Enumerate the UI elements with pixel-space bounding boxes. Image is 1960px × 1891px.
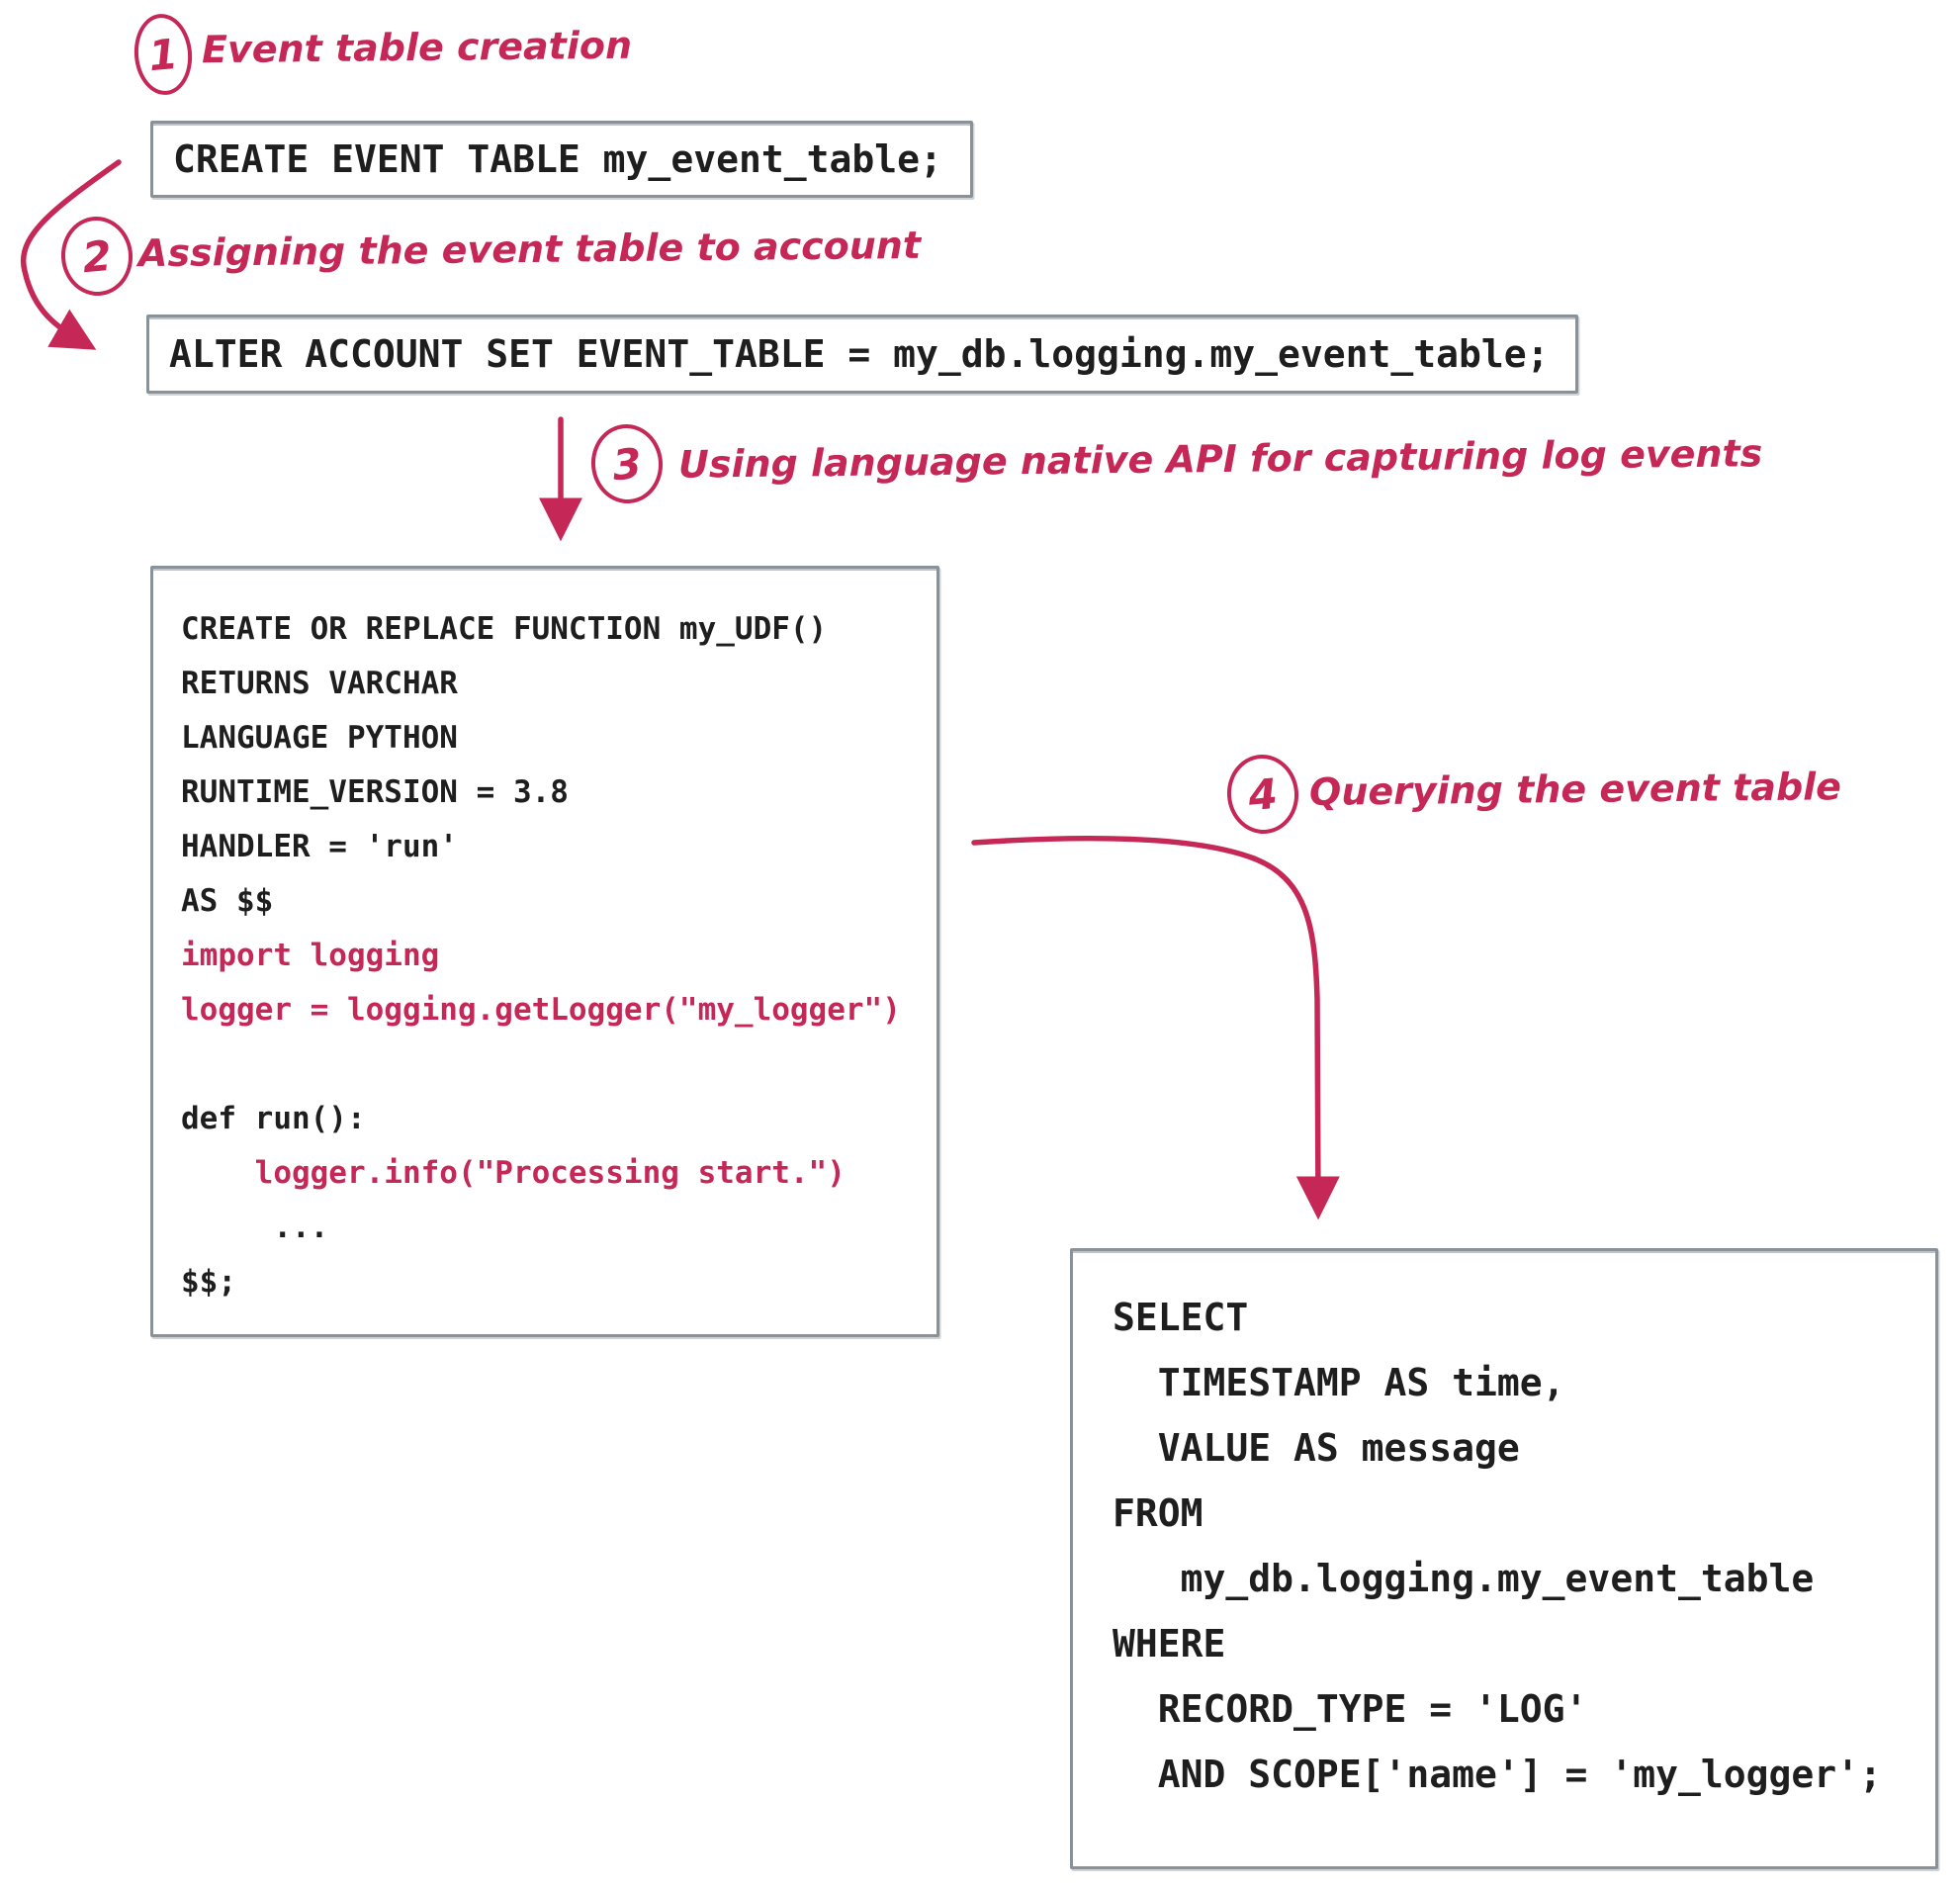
arrow-step3-to-step4: [971, 835, 1340, 1220]
code-line: my_db.logging.my_event_table: [1113, 1557, 1815, 1600]
code-line: RECORD_TYPE = 'LOG': [1113, 1687, 1588, 1731]
code-line: ALTER ACCOUNT SET EVENT_TABLE = my_db.lo…: [169, 332, 1550, 376]
code-line: import logging: [181, 938, 440, 973]
step2-number: 2: [80, 230, 114, 282]
code-line: ...: [181, 1210, 329, 1245]
code-line: HANDLER = 'run': [181, 829, 458, 864]
code-line: logger.info("Processing start."): [181, 1155, 846, 1191]
code-line: AND SCOPE['name'] = 'my_logger';: [1113, 1753, 1882, 1796]
step2-number-circle: 2: [57, 214, 136, 299]
step3-number: 3: [610, 438, 644, 490]
code-line: VALUE AS message: [1113, 1426, 1520, 1470]
code-line: SELECT: [1113, 1296, 1249, 1339]
code-line: def run():: [181, 1101, 366, 1136]
code-box-alter-account: ALTER ACCOUNT SET EVENT_TABLE = my_db.lo…: [146, 315, 1578, 394]
step4-label: Querying the event table: [1308, 765, 1842, 814]
code-line: AS $$: [181, 883, 274, 919]
code-box-query-event-table: SELECT TIMESTAMP AS time, VALUE AS messa…: [1070, 1248, 1938, 1869]
code-box-python-udf: CREATE OR REPLACE FUNCTION my_UDF() RETU…: [150, 566, 939, 1337]
step1-label: Event table creation: [201, 23, 633, 72]
step4-number-circle: 4: [1223, 752, 1302, 837]
code-line: LANGUAGE PYTHON: [181, 720, 458, 756]
code-line: $$;: [181, 1264, 236, 1300]
step3-label: Using language native API for capturing …: [677, 431, 1763, 487]
code-line: WHERE: [1113, 1622, 1226, 1666]
code-line: CREATE EVENT TABLE my_event_table;: [173, 137, 942, 181]
code-line: CREATE OR REPLACE FUNCTION my_UDF(): [181, 611, 828, 647]
code-line: RUNTIME_VERSION = 3.8: [181, 774, 569, 810]
step1-number: 1: [146, 29, 180, 80]
step3-number-circle: 3: [587, 421, 667, 506]
code-line: RETURNS VARCHAR: [181, 666, 458, 701]
step4-number: 4: [1246, 768, 1280, 820]
code-line: [181, 1037, 936, 1092]
code-line: logger = logging.getLogger("my_logger"): [181, 992, 901, 1028]
code-line: FROM: [1113, 1491, 1203, 1535]
code-line: TIMESTAMP AS time,: [1113, 1361, 1565, 1404]
step1-number-circle: 1: [131, 11, 196, 98]
step2-label: Assigning the event table to account: [137, 223, 922, 276]
code-box-create-event-table: CREATE EVENT TABLE my_event_table;: [150, 121, 973, 198]
